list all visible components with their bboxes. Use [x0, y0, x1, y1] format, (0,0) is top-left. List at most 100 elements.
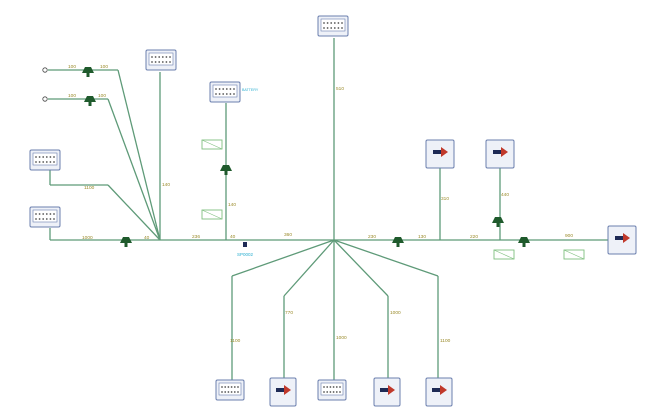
- ring-terminal-1[interactable]: [42, 67, 48, 73]
- connector-pin: [230, 386, 233, 388]
- connector-pin: [158, 56, 161, 58]
- connector-cavity: [218, 382, 242, 396]
- connector-arrow-head: [501, 147, 508, 157]
- length-label-layer: 510 140 1100 1000 40 236 40 360 230 130 …: [68, 64, 573, 344]
- connector-cavity: [320, 382, 344, 396]
- connector-pin: [35, 213, 37, 215]
- connector-arrow-shaft: [276, 388, 285, 392]
- connector-pin: [341, 22, 343, 24]
- wire-harness: [48, 38, 608, 380]
- connector-pin: [165, 61, 168, 63]
- connector-b3[interactable]: [317, 379, 347, 401]
- connector-pin: [339, 386, 341, 388]
- connector-pin: [45, 218, 48, 220]
- clip-stem: [522, 243, 526, 247]
- connector-pin: [323, 27, 325, 29]
- length-bottom-2: 770: [285, 310, 293, 316]
- connector-pin: [335, 386, 338, 388]
- wire-bottom-5-diag: [333, 239, 439, 277]
- connector-pin: [222, 93, 225, 95]
- connector-pin: [151, 56, 153, 58]
- length-bus-40: 40: [144, 235, 150, 241]
- connector-cavity: [148, 52, 174, 66]
- label-box-4: [563, 249, 585, 260]
- connector-pin: [49, 161, 52, 163]
- connector-pin: [45, 213, 48, 215]
- length-terminal-1a: 100: [68, 64, 76, 70]
- length-bus-left: 1000: [82, 235, 93, 241]
- connector-b2[interactable]: [269, 377, 297, 407]
- connector-pin: [169, 61, 171, 63]
- connector-r2[interactable]: [485, 139, 515, 169]
- connector-rt[interactable]: [607, 225, 637, 255]
- label-box-1: [201, 139, 223, 150]
- clip-stem: [124, 243, 128, 247]
- connector-battery[interactable]: BATTERY: [209, 81, 259, 103]
- label-box-4-x: [563, 249, 585, 260]
- length-bus-r4: 900: [565, 233, 573, 239]
- harness-clip-1[interactable]: [82, 67, 94, 77]
- connector-pin: [330, 22, 333, 24]
- connector-pin: [53, 156, 55, 158]
- connector-pin: [154, 56, 157, 58]
- harness-clip-7[interactable]: [518, 237, 530, 247]
- harness-clip-4[interactable]: [220, 165, 232, 175]
- connector-b5[interactable]: [425, 377, 453, 407]
- connector-layer: BATTERY: [29, 15, 637, 407]
- connector-pin: [38, 161, 41, 163]
- connector-pin: [233, 93, 235, 95]
- clip-body: [518, 237, 530, 243]
- harness-clip-2[interactable]: [84, 96, 96, 106]
- connector-pin: [35, 218, 37, 220]
- ring-terminal-2[interactable]: [42, 96, 48, 102]
- connector-pin: [38, 213, 41, 215]
- length-bottom-5: 1100: [440, 338, 451, 344]
- splice-sp0002[interactable]: SP0002: [237, 242, 254, 257]
- length-bottom-4: 1000: [390, 310, 401, 316]
- splice-label: SP0002: [237, 252, 254, 257]
- connector-pin: [221, 386, 223, 388]
- connector-pin: [42, 213, 45, 215]
- connector-pin: [335, 391, 338, 393]
- connector-pin: [326, 22, 329, 24]
- clip-body: [220, 165, 232, 171]
- connector-pin: [323, 386, 325, 388]
- connector-pin: [165, 56, 168, 58]
- connector-pin: [333, 22, 336, 24]
- length-bus-40b: 40: [230, 234, 236, 240]
- splice-marker: [243, 242, 247, 247]
- connector-left1[interactable]: [29, 149, 61, 171]
- length-terminal-2b: 100: [98, 93, 106, 99]
- clip-stem: [86, 73, 90, 77]
- label-box-layer: [201, 139, 585, 260]
- clip-body: [84, 96, 96, 102]
- label-box-2: [201, 209, 223, 220]
- connector-cavity: [320, 18, 346, 32]
- connector-b4[interactable]: [373, 377, 401, 407]
- length-terminal-1b: 100: [100, 64, 108, 70]
- label-box-3-x: [493, 249, 515, 260]
- length-right-1: 310: [441, 196, 449, 202]
- clip-stem: [496, 223, 500, 227]
- connector-left2[interactable]: [29, 206, 61, 228]
- harness-clip-5[interactable]: [392, 237, 404, 247]
- connector-pin: [339, 391, 341, 393]
- connector-top[interactable]: [317, 15, 349, 37]
- length-bus-r3: 220: [470, 234, 478, 240]
- harness-clip-3[interactable]: [120, 237, 132, 247]
- wire-bottom-1-diag: [231, 239, 335, 277]
- wire-bottom-4-diag: [333, 239, 389, 297]
- connector-pin: [237, 386, 239, 388]
- connector-r1[interactable]: [425, 139, 455, 169]
- wire-terminal-2-diag: [107, 98, 161, 241]
- connector-b1[interactable]: [215, 379, 245, 401]
- connector-arrow-head: [441, 147, 448, 157]
- connector-pin: [333, 27, 336, 29]
- connector-pin: [332, 386, 335, 388]
- connector-pin: [161, 61, 164, 63]
- connector-pin: [224, 386, 227, 388]
- harness-clip-6[interactable]: [492, 217, 504, 227]
- connector-upper[interactable]: [145, 49, 177, 71]
- label-box-2-x: [201, 209, 223, 220]
